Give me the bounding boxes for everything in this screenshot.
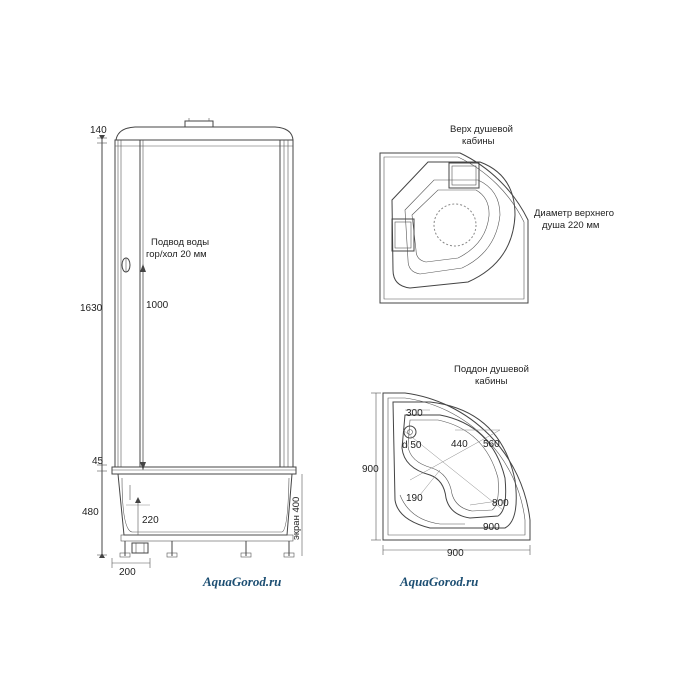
tray-dim-900-bottom: 900	[447, 548, 464, 559]
roof-box-top	[448, 162, 480, 189]
side-view: 140 1630 45 480 Подвод воды гор/хол 20 м…	[80, 118, 303, 578]
arrow-bottom	[99, 553, 105, 558]
tray-title-2: кабины	[475, 376, 508, 387]
tray-rim	[111, 466, 297, 475]
tray-dim-800: 800	[492, 498, 509, 509]
tray-dim-900-inner: 900	[483, 522, 500, 533]
diameter-label-1: Диаметр верхнего	[534, 208, 614, 219]
roof-inner-recess	[391, 161, 516, 289]
top-view: Верх душевой кабины Диаметр верхнего душ…	[379, 124, 614, 304]
dim-200: 200	[119, 567, 136, 578]
tray-view: Поддон душевой кабины 300 d 50 440 560 1…	[362, 364, 531, 559]
dim-45: 45	[92, 456, 104, 467]
tray-drain	[403, 425, 417, 439]
dim-220: 220	[142, 515, 159, 526]
tray-title-1: Поддон душевой	[454, 364, 529, 375]
shower-head-circle	[433, 203, 477, 247]
top-title-2: кабины	[462, 136, 495, 147]
arrow-top	[99, 135, 105, 140]
roof-vent	[184, 120, 214, 128]
tub-frame	[120, 534, 294, 542]
roof-outline	[379, 152, 529, 304]
screen-label: экран 400	[291, 497, 302, 540]
tray-outline	[382, 392, 531, 541]
water-label-2: гор/хол 20 мм	[146, 249, 207, 260]
siphon	[131, 542, 149, 554]
tray-dim-300: 300	[406, 408, 423, 419]
dim-480: 480	[82, 507, 99, 518]
watermark-right: AquaGorod.ru	[399, 574, 478, 589]
cabin-roof	[115, 126, 294, 141]
water-label-1: Подвод воды	[151, 237, 209, 248]
roof-box-left	[391, 218, 415, 252]
tray-dim-440: 440	[451, 439, 468, 450]
watermark-left: AquaGorod.ru	[202, 574, 281, 589]
cabin-frame	[114, 139, 294, 468]
dim-1000: 1000	[146, 300, 169, 311]
tray-dim-560: 560	[483, 439, 500, 450]
tray-inner-rim	[392, 401, 517, 529]
tray-dim-d50: d 50	[402, 440, 422, 451]
tray-dim-900-left: 900	[362, 464, 379, 475]
dim-1630: 1630	[80, 303, 103, 314]
tray-dim-190: 190	[406, 493, 423, 504]
top-title-1: Верх душевой	[450, 124, 513, 135]
tray-bowl	[401, 414, 507, 519]
diameter-label-2: душа 220 мм	[542, 220, 599, 231]
dim-140: 140	[90, 125, 107, 136]
